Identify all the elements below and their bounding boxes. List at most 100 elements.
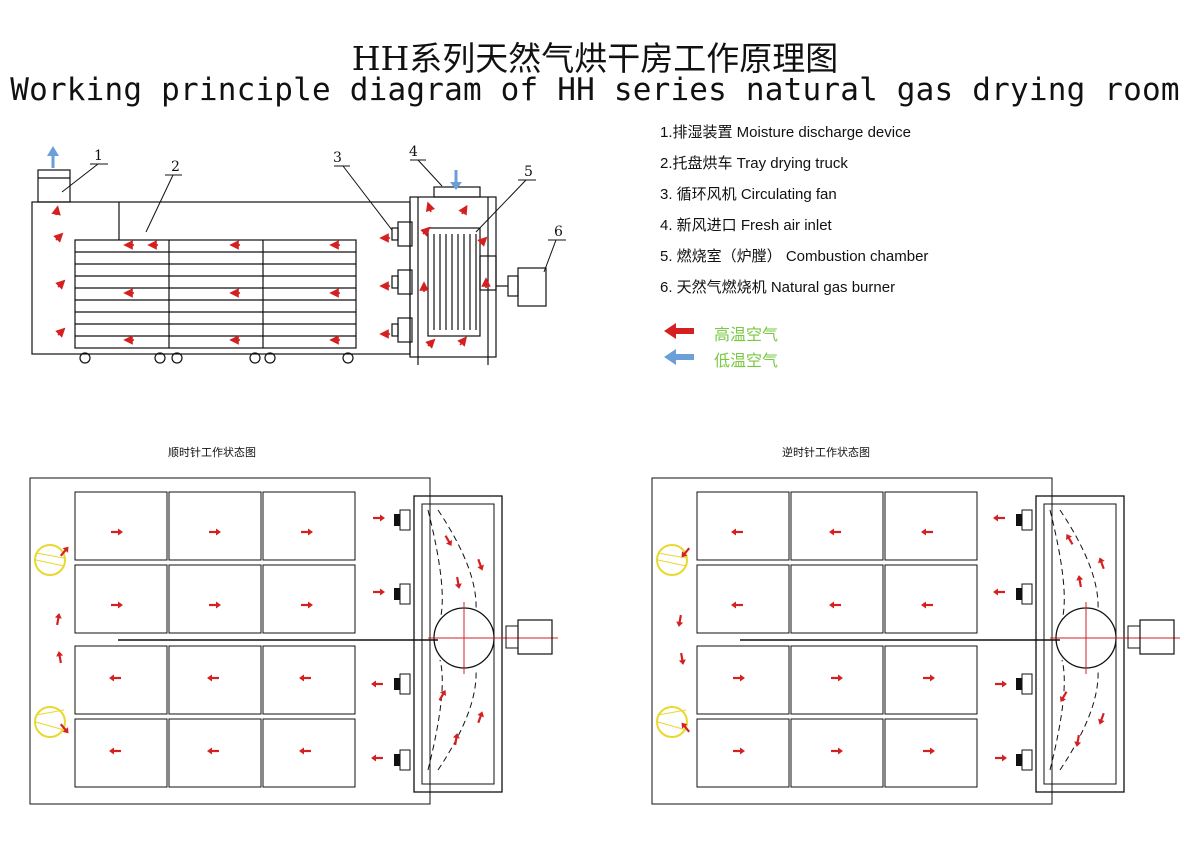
circulating-fan [399,749,411,771]
vent-line [35,709,65,716]
circulating-fan [1021,509,1033,531]
legend-hot-arrow [664,323,694,339]
legend-item-4: 4. 新风进口 Fresh air inlet [660,217,832,234]
svg-text:1: 1 [94,148,103,164]
chamber-arrow [477,558,484,571]
tray-cell [884,645,978,715]
fan-outlet-arrow [371,680,383,688]
legend-high-temp-air: 高温空气 [714,325,779,344]
tray-cell [696,718,790,788]
room-outline [31,201,411,355]
fan-motor [1016,588,1022,600]
red-arrow [299,674,311,682]
side-view-hot-arrows [51,201,491,349]
red-arrow [109,747,121,755]
vent-line [657,552,687,559]
fan-motor [394,678,400,690]
legend-item-2: 2.托盘烘车 Tray drying truck [660,155,848,172]
burner-nozzle [505,625,519,649]
red-arrow [207,674,219,682]
moisture-discharge-chimney [37,169,71,203]
circulating-fan [399,673,411,695]
burner-inner [1043,503,1117,785]
circulating-fan [1021,749,1033,771]
red-arrow [733,747,745,755]
red-arrow [209,601,221,609]
red-arrow [209,528,221,536]
vent-line [35,559,65,567]
airflow-curve [1059,509,1099,611]
red-arrow [733,674,745,682]
tray-cell [74,645,168,715]
circulating-fan [1021,673,1033,695]
airflow-curve [1059,669,1099,771]
natural-gas-burner [517,267,547,307]
tray-cell [696,564,790,634]
fan-inlet-arrow [993,588,1005,596]
red-arrow [921,528,933,536]
red-arrow [111,528,123,536]
red-arrow [731,601,743,609]
exhaust-arrow [681,722,691,733]
fan-inlet-arrow [373,514,385,522]
clockwise-caption: 顺时针工作状态图 [168,446,256,459]
exhaust-vent [34,706,66,738]
red-arrow [109,674,121,682]
legend-cold-arrow [664,349,694,365]
fan-outlet-arrow [995,754,1007,762]
counterclockwise-caption: 逆时针工作状态图 [782,446,870,459]
red-arrow [731,528,743,536]
svg-text:3: 3 [333,150,342,166]
tray-cell [168,718,262,788]
vent-line [35,552,65,559]
exhaust-arrow [681,547,691,558]
airflow-curve [1049,659,1065,771]
tray-cell [696,491,790,561]
red-arrow [831,747,843,755]
tray-cell [262,564,356,634]
svg-text:5: 5 [524,164,533,180]
red-arrow [301,528,313,536]
chamber-arrow [1076,575,1084,588]
counterclockwise-plan-view [651,477,1180,805]
legend-item-3: 3. 循环风机 Circulating fan [660,186,837,203]
fan-motor [1016,754,1022,766]
gas-burner [1139,619,1175,655]
circulating-fan [399,583,411,605]
truck-wheels [79,352,354,364]
red-arrow [829,601,841,609]
room-outline [29,477,431,805]
chamber-arrow [452,733,460,746]
chamber-arrow [1065,533,1074,545]
red-arrow [921,601,933,609]
combustion-chamber [427,227,481,337]
red-arrow [207,747,219,755]
return-arrow [678,652,686,665]
vent-line [657,559,687,567]
red-arrow [301,601,313,609]
chamber-arrow [438,689,447,701]
chamber-arrow [1098,557,1105,570]
legend-item-1: 1.排湿装置 Moisture discharge device [660,124,911,141]
airflow-curve [427,659,443,771]
exhaust-arrow [59,723,69,734]
burner-housing [413,495,503,793]
fan-motor [394,588,400,600]
exhaust-vent [656,706,688,738]
title-chinese: HH系列天然气烘干房工作原理图 [351,39,839,78]
tray-drying-trucks [74,239,357,349]
fresh-air-arrow [450,170,462,190]
svg-text:2: 2 [171,159,180,175]
fan-motor [394,514,400,526]
legend-item-6: 6. 天然气燃烧机 Natural gas burner [660,279,896,296]
chamber-arrow [444,535,453,547]
tray-cell [884,718,978,788]
tray-cell [696,645,790,715]
tray-cell [168,564,262,634]
fan-motor [1016,678,1022,690]
fan-outlet-arrow [371,754,383,762]
legend-low-temp-air: 低温空气 [714,351,779,370]
exhaust-vent [34,544,66,576]
fan-inlet-arrow [993,514,1005,522]
